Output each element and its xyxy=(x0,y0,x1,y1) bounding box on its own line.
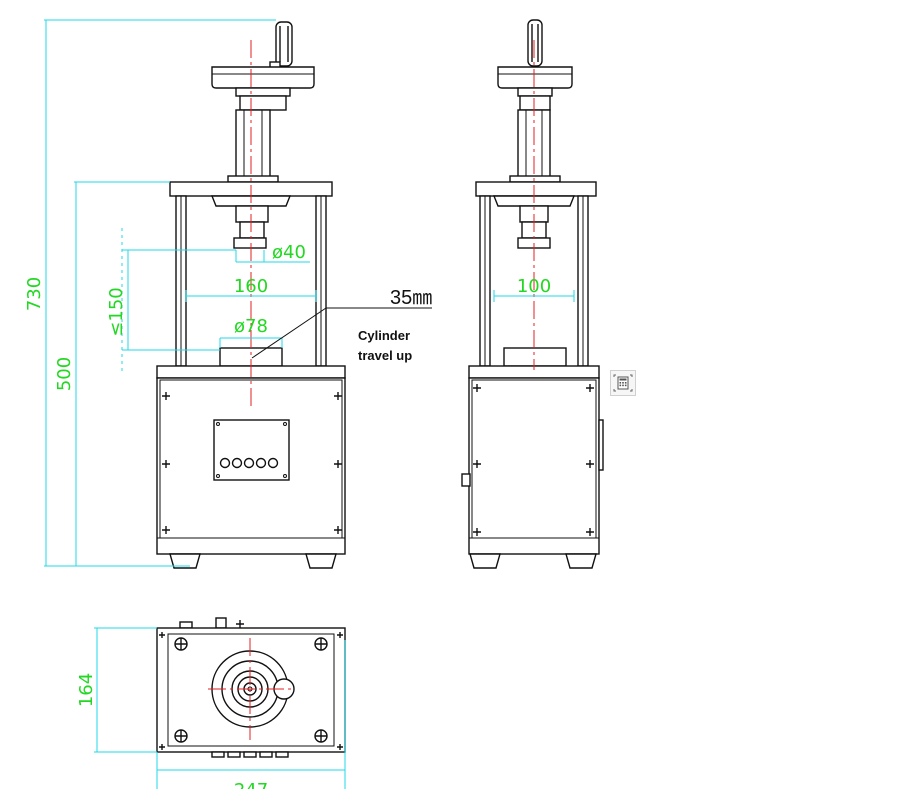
dim-stroke: ≤150 xyxy=(106,287,127,336)
dim-overall-height: 730 xyxy=(24,277,45,311)
dim-side-width: 100 xyxy=(517,276,551,297)
top-rear-connectors xyxy=(211,751,289,758)
dim-piston-diameter: ø40 xyxy=(272,242,306,263)
front-handwheel xyxy=(211,66,315,89)
side-foot-right xyxy=(565,553,597,569)
front-piston xyxy=(233,237,267,249)
front-panel-buttons xyxy=(219,457,279,469)
side-top-plate xyxy=(475,181,597,197)
front-screw xyxy=(235,109,271,179)
top-base-outline xyxy=(156,627,346,753)
cylinder-note-line1: Cylinder xyxy=(358,328,410,343)
front-view xyxy=(156,21,346,569)
calculator-icon[interactable] xyxy=(610,370,636,396)
front-dimensions: 730 500 ≤150 ø40 160 ø78 xyxy=(24,19,317,567)
side-view: 100 xyxy=(461,19,604,569)
side-lower-platen xyxy=(503,347,567,367)
side-foot-left xyxy=(469,553,501,569)
side-connector xyxy=(461,473,471,487)
side-screw-marks xyxy=(473,384,594,536)
dim-top-width: 247 xyxy=(234,780,268,789)
side-switch-box xyxy=(598,419,604,471)
cylinder-note-line2: travel up xyxy=(358,348,412,363)
dim-platen-diameter: ø78 xyxy=(234,316,268,337)
dim-front-width: 160 xyxy=(234,276,268,297)
front-foot-right xyxy=(305,553,337,569)
front-screw-marks xyxy=(162,392,342,534)
side-base-box xyxy=(468,377,600,555)
front-foot-left xyxy=(169,553,201,569)
gap-label: 35㎜ xyxy=(390,287,432,309)
side-handle-grip xyxy=(527,19,543,67)
side-handwheel xyxy=(497,66,573,89)
dim-base-height: 500 xyxy=(54,357,75,391)
dim-top-depth: 164 xyxy=(76,673,97,707)
top-view: 164 247 xyxy=(76,617,346,789)
front-control-panel xyxy=(213,419,290,481)
annotations: 35㎜ Cylinder travel up xyxy=(251,287,432,363)
front-handle-grip xyxy=(275,21,293,67)
top-corner-bolts xyxy=(159,632,343,750)
